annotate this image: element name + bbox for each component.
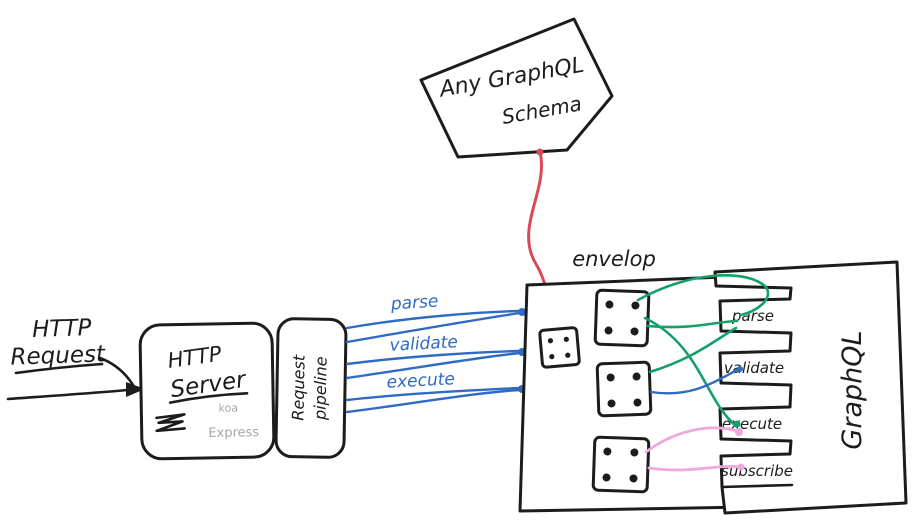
plugin-connectors (636, 274, 770, 472)
http-request-line1: HTTP (32, 315, 92, 343)
graphql-label: GraphQL (837, 330, 868, 449)
execute-edge-label: execute (386, 369, 455, 393)
http-request-line2: Request (10, 341, 106, 370)
die-outline (591, 435, 651, 494)
graphql-slot-validate: validate (724, 359, 784, 377)
envelop-label: envelop (572, 247, 656, 271)
pink-connector-execute (644, 426, 739, 454)
graphql-outline (713, 260, 908, 515)
http-server-box: HTTP Server koa Express (138, 321, 276, 461)
validate-edge-lower (345, 351, 522, 380)
die-pip (629, 474, 638, 483)
execute-edge-lower (345, 388, 522, 414)
die-outline (595, 360, 653, 418)
request-pipeline-line1: Request (288, 354, 308, 421)
request-pipeline-line2: pipeline (310, 356, 330, 421)
die-pip (549, 354, 555, 360)
http-server-underline (168, 392, 249, 404)
plugin-die-3 (591, 435, 651, 494)
green-endpoint-dot (733, 420, 741, 428)
validate-edge-label: validate (389, 332, 458, 356)
subscribe-slot-bottom (720, 483, 794, 489)
die-pip (605, 300, 614, 309)
die-pip (563, 336, 569, 342)
parse-edge-lower (345, 311, 522, 344)
plugin-die-2 (595, 360, 653, 418)
parse-endpoint-dot (518, 308, 526, 316)
request-hook-line (98, 356, 135, 387)
die-pip (606, 373, 615, 382)
request-pipeline-outline (274, 317, 348, 459)
die-pip (602, 473, 611, 482)
pink-endpoint-dot-subscribe (737, 463, 745, 471)
request-arrow-line (6, 388, 130, 401)
blue-connector-validate (649, 367, 741, 395)
validate-edge-upper (345, 349, 522, 366)
die-pip (630, 448, 639, 457)
blue-endpoint-dot-validate (737, 366, 743, 372)
green-connector-parse-arc (636, 274, 770, 317)
die-pip (547, 338, 554, 344)
green-connector-die2-up (648, 326, 738, 374)
die-pip (631, 301, 640, 310)
die-pip (633, 398, 642, 407)
plugin-die-1 (593, 288, 651, 348)
express-logo-icon (155, 413, 186, 433)
graphql-slot-subscribe: subscribe (721, 462, 793, 480)
die-pip (565, 352, 571, 358)
schema-link-dot (536, 148, 544, 156)
parse-edge-label: parse (389, 291, 439, 314)
pink-endpoint-dot-execute (735, 428, 743, 436)
graphql-slot-parse: parse (731, 307, 774, 325)
express-logo-text: Express (208, 425, 259, 441)
koa-logo-text: koa (218, 401, 238, 414)
die-pip (632, 372, 641, 381)
green-connector-execute (643, 316, 738, 428)
request-arrowhead-icon (126, 382, 145, 397)
plugin-die-small (538, 326, 581, 369)
pink-connector-subscribe (647, 465, 741, 472)
http-request-underline (14, 362, 104, 375)
die-pip (603, 447, 612, 456)
schema-note: Any GraphQL Schema (419, 17, 614, 159)
die-pip (630, 327, 639, 336)
execute-edge-upper (345, 386, 522, 402)
graphql-slot-execute: execute (722, 415, 782, 433)
die-pip (607, 399, 616, 408)
pipeline-edges: parse validate execute (345, 291, 526, 414)
http-request-label-group: HTTP Request (6, 315, 145, 401)
parse-edge-upper (345, 309, 522, 330)
die-outline (538, 326, 581, 369)
schema-note-outline (419, 17, 614, 159)
request-pipeline-box: Request pipeline (274, 317, 348, 459)
die-pip (604, 326, 613, 335)
graphql-box: parse validate execute subscribe GraphQL (713, 260, 908, 515)
